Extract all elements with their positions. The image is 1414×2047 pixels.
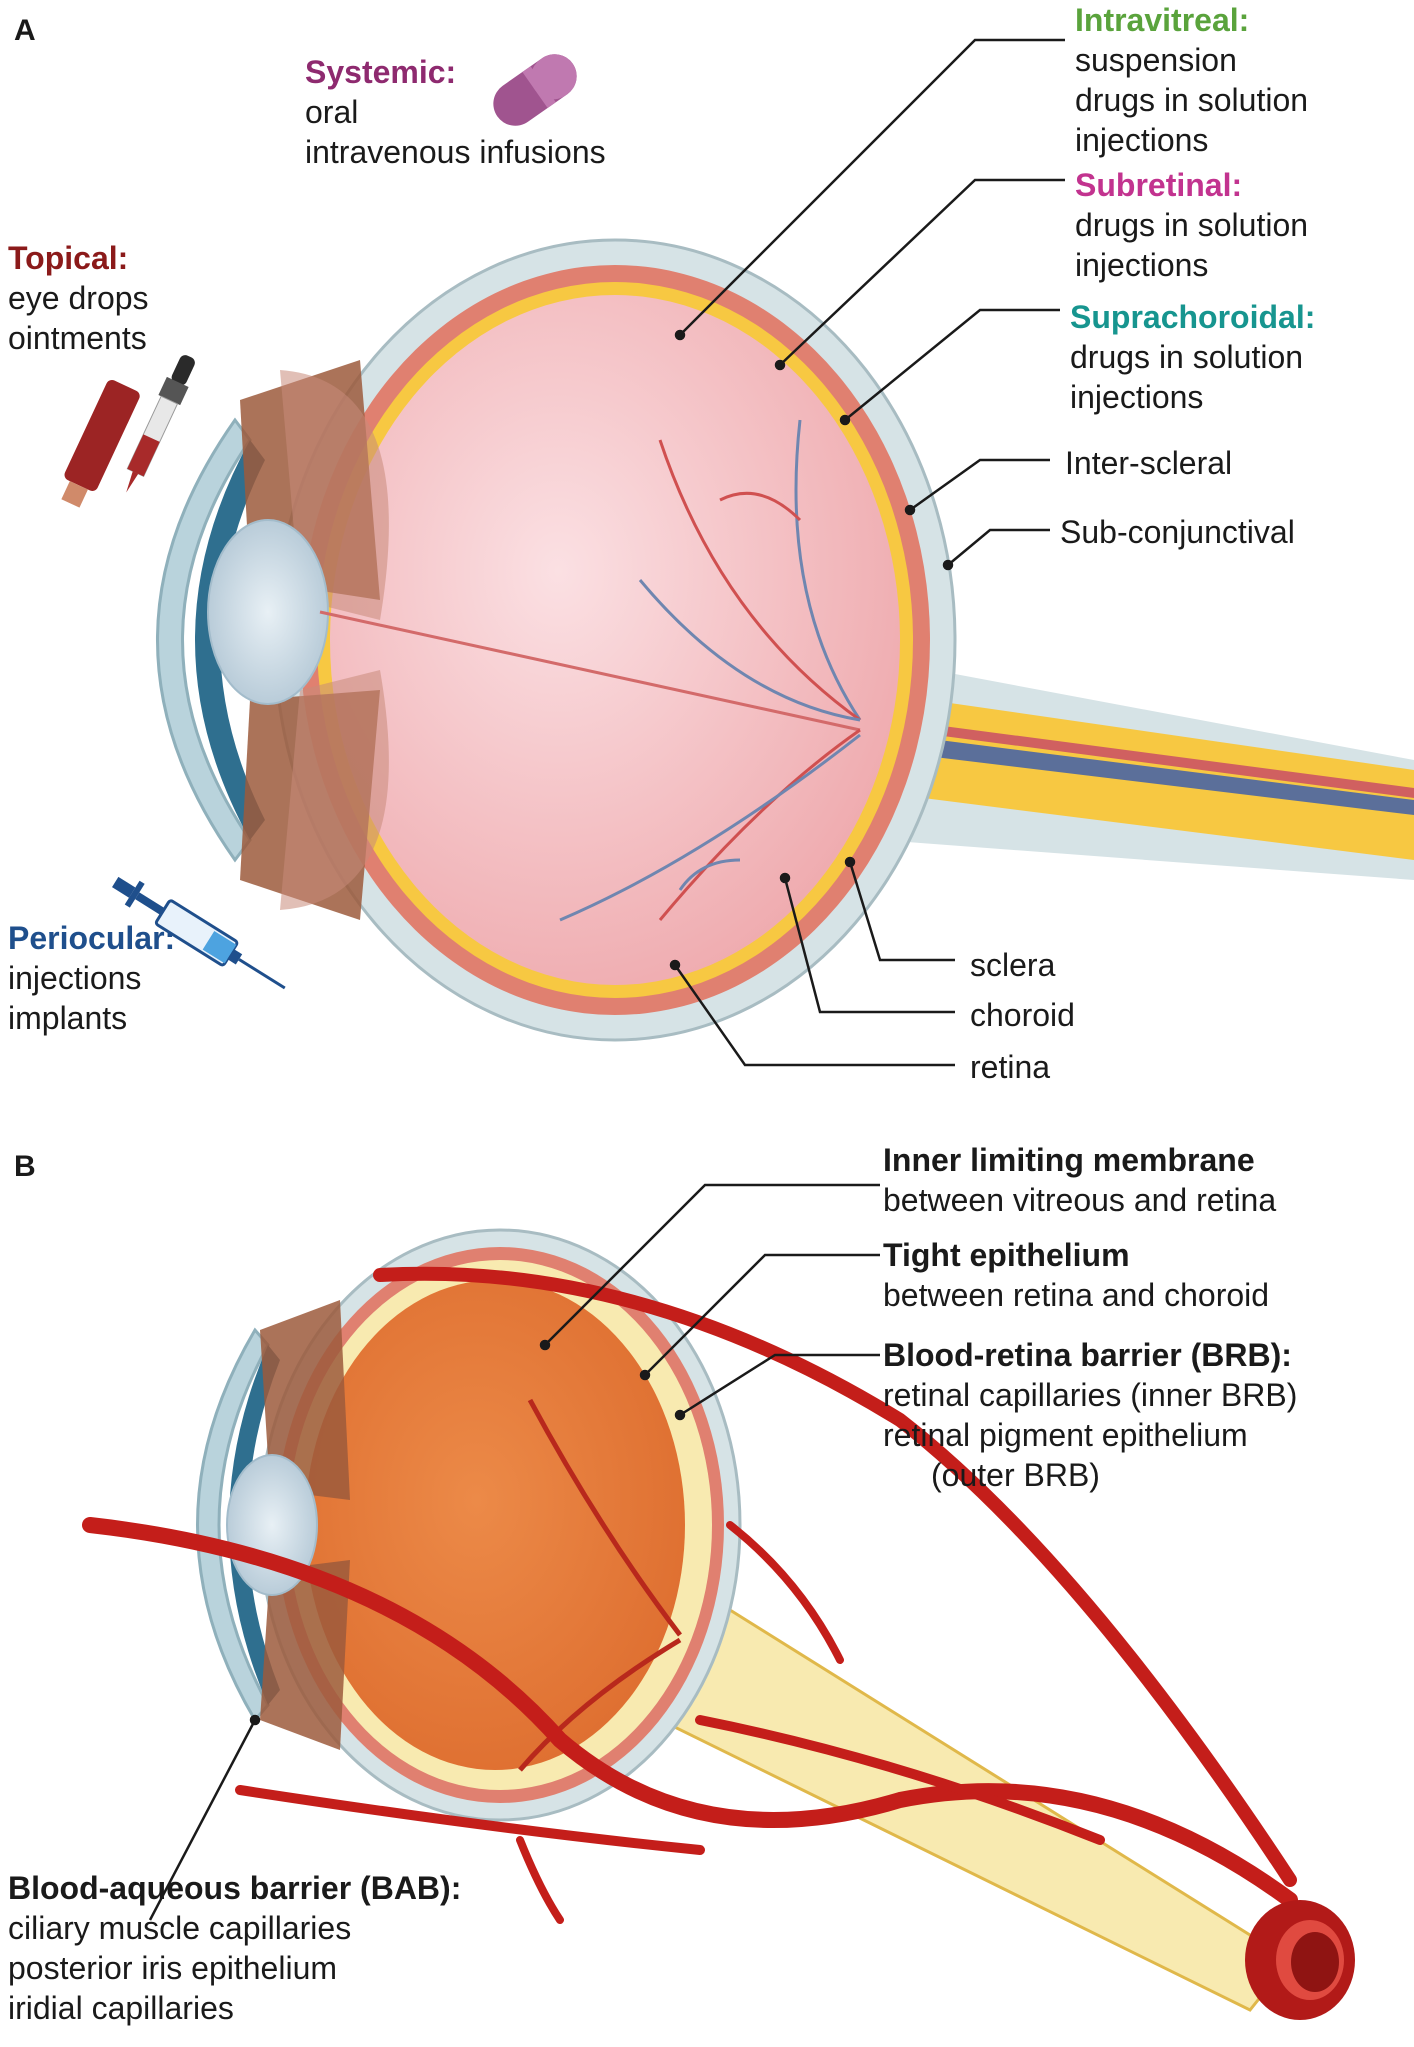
ciliary-body-b-lower (260, 1560, 350, 1750)
label-brb-heading: Blood-retina barrier (BRB): (883, 1337, 1292, 1373)
label-systemic-heading: Systemic: (305, 54, 457, 90)
syringe-icon (112, 876, 286, 990)
ciliary-body-b (260, 1300, 350, 1500)
label-subretinal: Subretinal: drugs in solution injections (1075, 165, 1308, 285)
zonule-lower (280, 670, 389, 910)
label-choroid: choroid (970, 997, 1075, 1033)
label-intravitreal-line-3: injections (1075, 122, 1209, 158)
label-subretinal-line-1: drugs in solution (1075, 207, 1309, 243)
label-bab-line-3: iridial capillaries (8, 1990, 234, 2026)
vitreous-body-b (305, 1280, 685, 1770)
label-sclera: sclera (970, 947, 1056, 983)
label-sub-conjunctival: Sub-conjunctival (1060, 514, 1295, 550)
eye-drop-icon (61, 355, 195, 508)
label-topical: Topical: eye drops ointments (8, 238, 149, 358)
blood-vessels-b (82, 1266, 1298, 1924)
panel-b-eye (196, 1228, 1293, 2012)
label-topical-heading: Topical: (8, 240, 129, 276)
hyaloid-canal (319, 610, 861, 732)
vitreous-body (330, 295, 900, 985)
label-periocular-heading: Periocular: (8, 920, 176, 956)
optic-nerve-vessel (860, 730, 1414, 815)
label-periocular-line-1: injections (8, 960, 142, 996)
label-ilm-heading: Inner limiting membrane (883, 1142, 1255, 1178)
anterior-chamber (195, 440, 265, 840)
label-intravitreal: Intravitreal: suspension drugs in soluti… (1075, 0, 1308, 160)
retinal-vessels-b (518, 1398, 682, 1772)
label-bab-line-2: posterior iris epithelium (8, 1950, 338, 1986)
label-intravitreal-line-1: suspension (1075, 42, 1237, 78)
label-bab: Blood-aqueous barrier (BAB): ciliary mus… (8, 1868, 461, 2028)
label-tight-heading: Tight epithelium (883, 1237, 1130, 1273)
label-tight-line-1: between retina and choroid (883, 1277, 1270, 1313)
label-inter-scleral: Inter-scleral (1065, 445, 1233, 481)
pill-icon (493, 54, 577, 126)
label-periocular-line-2: implants (8, 1000, 128, 1036)
label-suprachoroidal-heading: Suprachoroidal: (1070, 299, 1316, 335)
label-systemic-line-1: oral (305, 94, 359, 130)
label-topical-line-1: eye drops (8, 280, 149, 316)
anterior-chamber-b (229, 1345, 280, 1705)
panel-a-eye (156, 238, 1414, 1042)
label-brb-line-3: (outer BRB) (931, 1457, 1100, 1493)
label-topical-line-2: ointments (8, 320, 147, 356)
optic-nerve-vessel-red (860, 715, 1414, 798)
label-periocular: Periocular: injections implants (8, 918, 175, 1038)
label-suprachoroidal-line-2: injections (1070, 379, 1204, 415)
label-systemic: Systemic: oral intravenous infusions (305, 52, 606, 172)
label-brb-line-1: retinal capillaries (inner BRB) (883, 1377, 1298, 1413)
label-brb-line-2: retinal pigment epithelium (883, 1417, 1248, 1453)
label-ilm-line-1: between vitreous and retina (883, 1182, 1277, 1218)
panel-label-b: B (14, 1150, 36, 1183)
label-intravitreal-line-2: drugs in solution (1075, 82, 1309, 118)
label-suprachoroidal: Suprachoroidal: drugs in solution inject… (1070, 297, 1315, 417)
label-systemic-line-2: intravenous infusions (305, 134, 606, 170)
lens (207, 519, 329, 705)
label-retina: retina (970, 1049, 1051, 1085)
label-ilm: Inner limiting membrane between vitreous… (883, 1140, 1276, 1220)
artery-cross-section (1245, 1900, 1355, 2020)
label-subretinal-heading: Subretinal: (1075, 167, 1243, 203)
label-bab-line-1: ciliary muscle capillaries (8, 1910, 352, 1946)
label-brb: Blood-retina barrier (BRB): retinal capi… (883, 1335, 1297, 1495)
label-suprachoroidal-line-1: drugs in solution (1070, 339, 1304, 375)
label-bab-heading: Blood-aqueous barrier (BAB): (8, 1870, 462, 1906)
retinal-vessels (559, 419, 862, 922)
label-intravitreal-heading: Intravitreal: (1075, 2, 1250, 38)
label-subretinal-line-2: injections (1075, 247, 1209, 283)
panel-label-a: A (14, 14, 36, 47)
label-tight-epithelium: Tight epithelium between retina and chor… (883, 1235, 1269, 1315)
panel-a-leader-lines (669, 38, 1065, 1067)
panel-b-leader-lines (148, 1183, 880, 1921)
